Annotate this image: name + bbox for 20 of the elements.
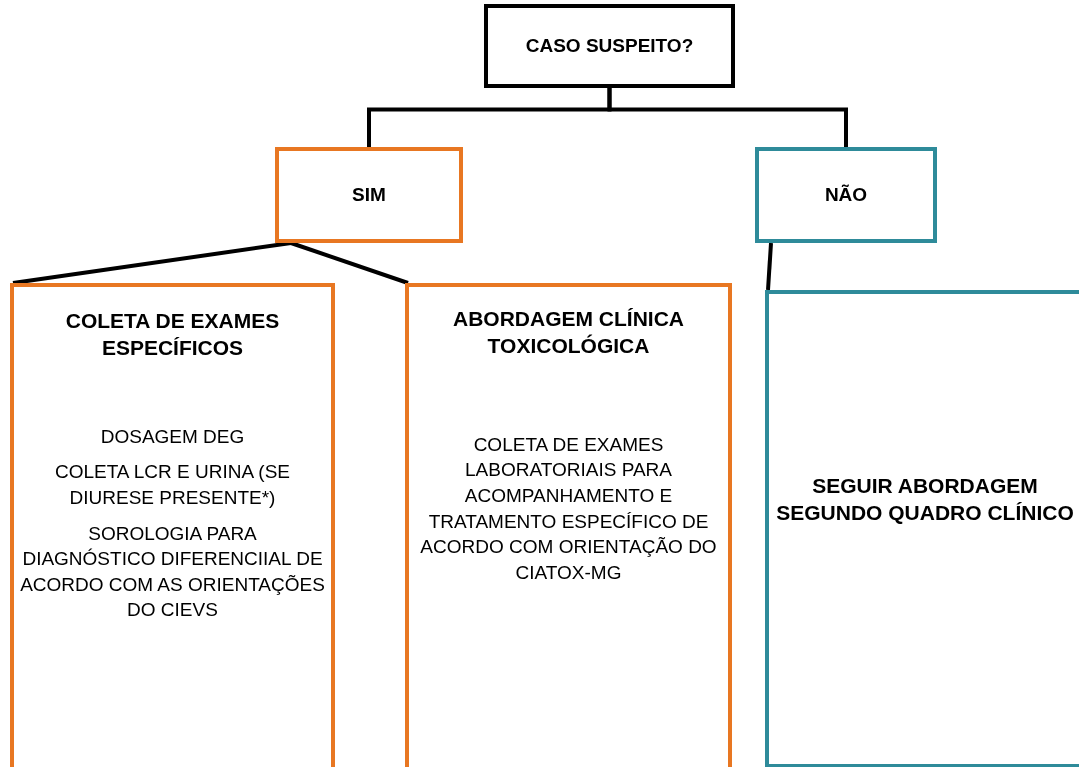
box-text: COLETA DE EXAMES LABORATORIAIS PARA ACOMPANHAMENTO E TRATAMENTO ESPECÍFICO DE ACORDO COM ORIENTAÇÃO DO CIATOX-MG	[419, 432, 718, 585]
box-heading: ABORDAGEM CLÍNICA TOXICOLÓGICA	[452, 306, 685, 360]
box-text: COLETA LCR E URINA (SE DIURESE PRESENTE*)	[53, 460, 292, 510]
box-heading: NÃO	[824, 182, 868, 207]
connector-line	[607, 88, 848, 147]
decision-box	[275, 147, 463, 243]
process-box	[405, 283, 732, 767]
box-text: SOROLOGIA PARA DIAGNÓSTICO DIFERENCIIAL DE ACORDO COM AS ORIENTAÇÕES DO CIEVS	[20, 521, 325, 623]
decision-box	[484, 4, 735, 88]
box-text: DOSAGEM DEG	[100, 424, 245, 449]
connector-line	[12, 241, 292, 285]
connector-line	[766, 242, 773, 291]
process-box	[765, 290, 1079, 767]
box-heading: CASO SUSPEITO?	[525, 33, 694, 58]
box-heading: SEGUIR ABORDAGEM SEGUNDO QUADRO CLÍNICO	[775, 472, 1075, 526]
box-heading: COLETA DE EXAMES ESPECÍFICOS	[64, 308, 281, 362]
decision-box	[755, 147, 937, 243]
box-heading: SIM	[352, 182, 386, 207]
process-box	[10, 283, 335, 767]
connector-line	[290, 241, 409, 285]
